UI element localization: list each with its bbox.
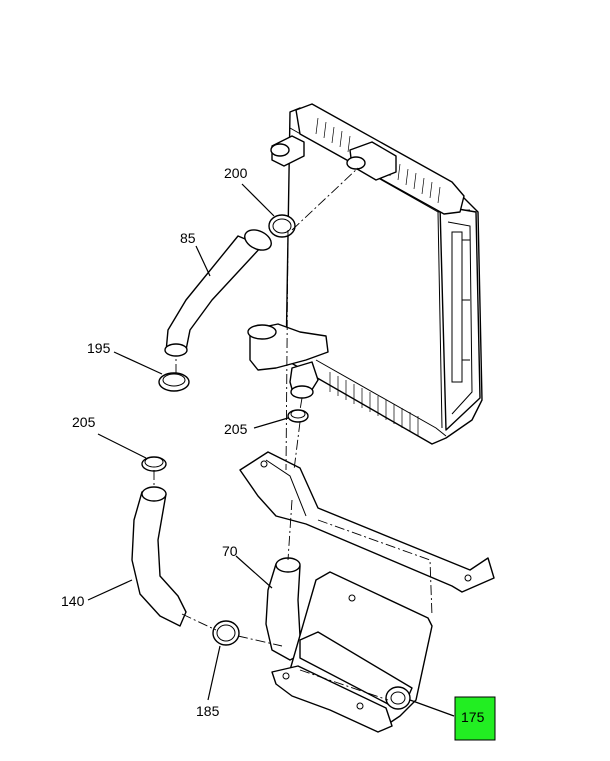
callout-200[interactable]: 200	[224, 165, 248, 181]
clamp-185	[212, 620, 240, 646]
clamp-205-left	[141, 456, 167, 472]
clamp-195	[158, 372, 190, 392]
hose-70	[265, 557, 307, 661]
callout-175[interactable]: 175	[461, 709, 485, 725]
callout-195[interactable]: 195	[87, 340, 111, 356]
clamp-205-right	[287, 409, 309, 423]
assembly-lines	[153, 167, 433, 701]
callout-205-right[interactable]: 205	[224, 421, 248, 437]
clamp-200	[268, 214, 296, 238]
callout-205-left[interactable]: 205	[72, 414, 96, 430]
upper-hose-85	[164, 229, 272, 357]
callout-70[interactable]: 70	[222, 543, 238, 559]
callout-85[interactable]: 85	[180, 230, 196, 246]
callout-185[interactable]: 185	[196, 703, 220, 719]
radiator-bottom-fins	[329, 372, 419, 436]
lower-hose-140	[131, 486, 187, 627]
callout-175-highlight[interactable]: 175	[454, 696, 496, 741]
shield-tube-175	[271, 571, 433, 733]
leader-lines	[87, 183, 455, 717]
radiator	[247, 103, 483, 445]
callout-175-box[interactable]	[454, 696, 496, 741]
callout-140[interactable]: 140	[61, 593, 85, 609]
mounting-bracket	[239, 451, 495, 593]
